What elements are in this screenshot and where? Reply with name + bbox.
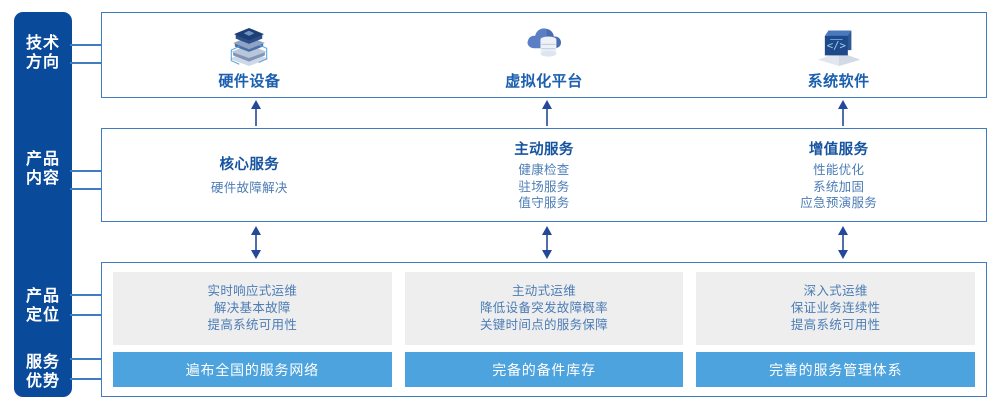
content-column-core-service[interactable]: 核心服务 硬件故障解决 — [102, 129, 397, 221]
content-item: 驻场服务 — [518, 179, 570, 194]
positioning-advantage-panel: 实时响应式运维 解决基本故障 提高系统可用性 主动式运维 降低设备突发故障概率 … — [101, 262, 987, 397]
content-column-value-added-service[interactable]: 增值服务 性能优化 系统加固 应急预演服务 — [691, 129, 986, 221]
positioning-line: 提高系统可用性 — [790, 318, 881, 332]
positioning-line: 实时响应式运维 — [207, 284, 298, 298]
connector-line — [70, 314, 102, 316]
tech-item-hardware[interactable]: 硬件设备 — [102, 13, 397, 97]
positioning-line: 深入式运维 — [803, 284, 868, 298]
positioning-cell-proactive[interactable]: 主动式运维 降低设备突发故障概率 关键时间点的服务保障 — [404, 272, 684, 345]
sidebar-label-line2: 定位 — [25, 307, 60, 324]
content-column-proactive-service[interactable]: 主动服务 健康检查 驻场服务 值守服务 — [397, 129, 692, 221]
connector-line — [70, 188, 102, 190]
content-item: 应急预演服务 — [800, 196, 878, 211]
content-column-title: 主动服务 — [514, 142, 574, 159]
sidebar-label-line2: 方向 — [25, 54, 60, 71]
sidebar-label-service-advantage: 服务 优势 — [14, 353, 72, 391]
content-item: 性能优化 — [813, 163, 865, 178]
code-laptop-icon: </> — [817, 30, 860, 66]
category-sidebar: 技术 方向 产品 内容 产品 定位 服务 优势 — [14, 12, 72, 397]
positioning-line: 关键时间点的服务保障 — [480, 318, 609, 332]
positioning-row: 实时响应式运维 解决基本故障 提高系统可用性 主动式运维 降低设备突发故障概率 … — [113, 272, 976, 345]
positioning-line: 保证业务连续性 — [790, 301, 881, 315]
advantage-bar-management-system[interactable]: 完善的服务管理体系 — [696, 352, 976, 387]
positioning-line: 降低设备突发故障概率 — [480, 301, 609, 315]
connector-line — [70, 294, 102, 296]
positioning-line: 提高系统可用性 — [207, 318, 298, 332]
arrow-double-vertical-icon — [542, 226, 552, 259]
connector-line — [70, 62, 102, 64]
arrow-up-icon — [251, 100, 261, 126]
tech-item-label: 虚拟化平台 — [505, 72, 583, 90]
arrow-up-icon — [838, 100, 848, 126]
sidebar-label-line2: 内容 — [25, 170, 60, 187]
advantage-bar-spare-parts[interactable]: 完备的备件库存 — [404, 352, 684, 387]
cloud-database-icon — [527, 27, 561, 57]
content-column-title: 核心服务 — [219, 157, 280, 174]
content-item: 硬件故障解决 — [210, 181, 288, 196]
connector-line — [70, 170, 102, 172]
sidebar-label-product-content: 产品 内容 — [14, 150, 72, 188]
svg-text:</>: </> — [826, 39, 845, 52]
server-stack-icon — [229, 27, 269, 66]
product-content-panel: 核心服务 硬件故障解决 主动服务 健康检查 驻场服务 值守服务 增值服务 性能优… — [101, 128, 987, 222]
positioning-cell-realtime[interactable]: 实时响应式运维 解决基本故障 提高系统可用性 — [113, 272, 392, 345]
connector-line — [70, 378, 102, 380]
content-item: 值守服务 — [518, 196, 570, 211]
advantage-bar-service-network[interactable]: 遍布全国的服务网络 — [113, 352, 392, 387]
sidebar-label-product-positioning: 产品 定位 — [14, 287, 72, 325]
content-column-title: 增值服务 — [808, 142, 869, 159]
tech-item-label: 系统软件 — [807, 72, 870, 90]
content-item: 健康检查 — [518, 163, 570, 178]
sidebar-label-line2: 优势 — [25, 373, 60, 390]
tech-item-virtualization[interactable]: 虚拟化平台 — [397, 13, 692, 97]
positioning-line: 主动式运维 — [512, 284, 577, 298]
sidebar-label-line1: 服务 — [25, 354, 60, 371]
connector-line — [70, 44, 102, 46]
advantage-row: 遍布全国的服务网络 完备的备件库存 完善的服务管理体系 — [113, 352, 976, 387]
positioning-line: 解决基本故障 — [213, 301, 291, 315]
positioning-cell-indepth[interactable]: 深入式运维 保证业务连续性 提高系统可用性 — [696, 272, 976, 345]
arrow-double-vertical-icon — [838, 226, 848, 259]
tech-direction-panel: 硬件设备 虚拟化平台 — [101, 12, 987, 98]
arrow-double-vertical-icon — [251, 226, 261, 259]
sidebar-label-line1: 技术 — [25, 35, 60, 52]
sidebar-label-line1: 产品 — [25, 151, 60, 168]
content-item: 系统加固 — [813, 179, 865, 194]
tech-item-label: 硬件设备 — [218, 72, 281, 90]
connector-line — [70, 358, 102, 360]
tech-item-system-software[interactable]: </> 系统软件 — [691, 13, 986, 97]
sidebar-label-line1: 产品 — [25, 288, 60, 305]
sidebar-label-tech-direction: 技术 方向 — [14, 34, 72, 72]
arrow-up-icon — [542, 100, 552, 126]
